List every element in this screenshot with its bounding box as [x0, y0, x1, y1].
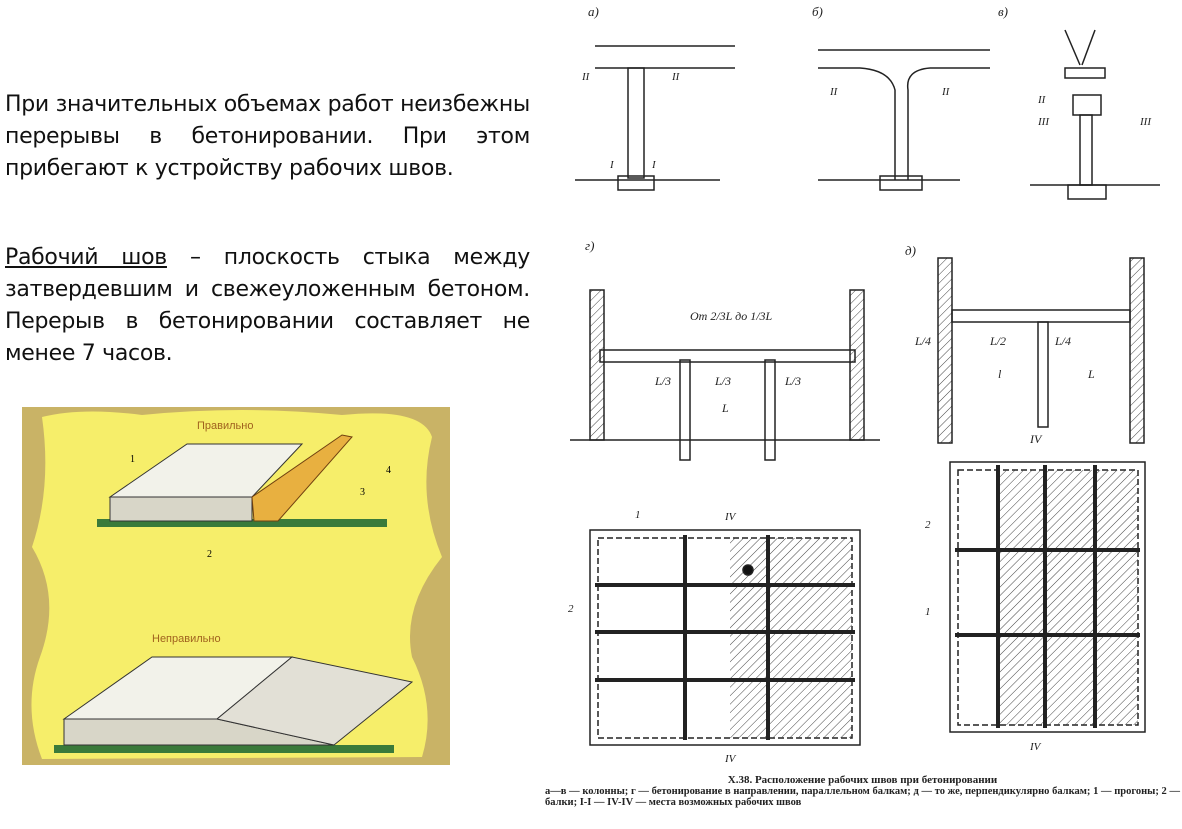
svg-text:IV: IV [724, 511, 737, 523]
svg-text:3: 3 [360, 487, 365, 498]
svg-text:L/3: L/3 [714, 374, 731, 388]
svg-text:д): д) [905, 243, 916, 258]
svg-text:г): г) [585, 238, 594, 253]
working-joints-diagram: а) б) в) г) д) II II I I II II II III II… [568, 4, 1160, 765]
svg-text:2: 2 [207, 549, 212, 560]
intro-paragraph: При значительных объемах работ неизбежны… [5, 92, 530, 181]
svg-text:L/3: L/3 [784, 374, 801, 388]
svg-text:L/4: L/4 [914, 334, 931, 348]
joint-illustration: Правильно 1 2 3 4 Неправильно [22, 407, 450, 765]
svg-text:а): а) [588, 4, 599, 19]
svg-text:в): в) [998, 4, 1008, 19]
svg-text:III: III [1139, 116, 1152, 128]
svg-text:L/3: L/3 [654, 374, 671, 388]
svg-text:б): б) [812, 4, 823, 19]
svg-text:2: 2 [568, 603, 574, 615]
svg-text:IV: IV [724, 753, 737, 765]
svg-text:II: II [671, 71, 681, 83]
caption-body: а—в — колонны; г — бетонирование в напра… [545, 786, 1180, 808]
svg-text:III: III [1037, 116, 1050, 128]
svg-text:L: L [1087, 367, 1095, 381]
svg-text:IV: IV [1029, 741, 1042, 753]
definition-text: – плоскость стыка между затвердевшим и с… [5, 245, 530, 366]
term-working-joint: Рабочий шов [5, 245, 167, 270]
svg-text:L/2: L/2 [989, 334, 1006, 348]
svg-text:1: 1 [635, 509, 641, 521]
label-incorrect: Неправильно [152, 633, 221, 645]
svg-text:2: 2 [925, 519, 931, 531]
svg-text:4: 4 [386, 465, 391, 476]
svg-text:II: II [829, 86, 839, 98]
svg-text:l: l [998, 367, 1002, 381]
svg-text:I: I [609, 159, 615, 171]
svg-text:От 2/3L до 1/3L: От 2/3L до 1/3L [690, 309, 773, 323]
svg-text:L/4: L/4 [1054, 334, 1071, 348]
caption-title: X.38. Расположение рабочих швов при бето… [727, 774, 998, 786]
label-correct: Правильно [197, 420, 253, 432]
svg-text:IV: IV [1029, 432, 1043, 446]
svg-text:1: 1 [925, 606, 931, 618]
svg-text:II: II [581, 71, 591, 83]
svg-text:L: L [721, 401, 729, 415]
svg-text:I: I [651, 159, 657, 171]
svg-text:II: II [1037, 94, 1047, 106]
svg-text:II: II [941, 86, 951, 98]
figure-caption: X.38. Расположение рабочих швов при бето… [545, 774, 1180, 809]
svg-text:1: 1 [130, 454, 135, 465]
definition-paragraph: Рабочий шов – плоскость стыка между затв… [5, 242, 530, 370]
